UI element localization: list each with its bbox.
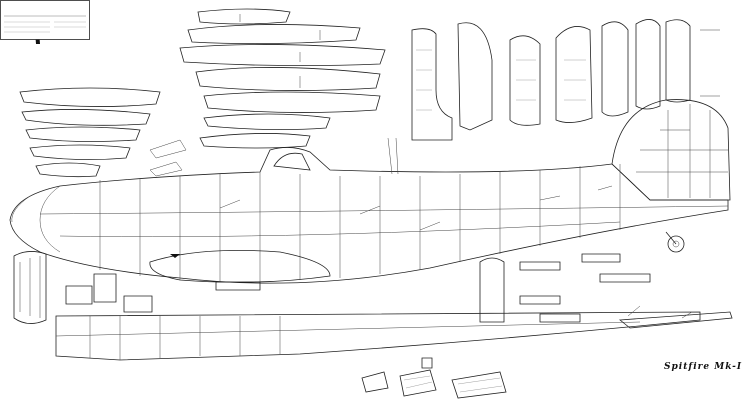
annotations <box>219 29 720 319</box>
fuselage-side-view <box>9 137 729 284</box>
rib-templates <box>19 8 386 178</box>
title-block <box>0 0 90 40</box>
tail-fin <box>611 99 731 253</box>
nose-spinner <box>13 251 47 324</box>
plan-title: Spitfire Mk-I <box>664 362 743 372</box>
lower-spar-view <box>55 257 733 361</box>
canopy-formers <box>411 19 691 141</box>
detail-parts <box>65 253 651 399</box>
